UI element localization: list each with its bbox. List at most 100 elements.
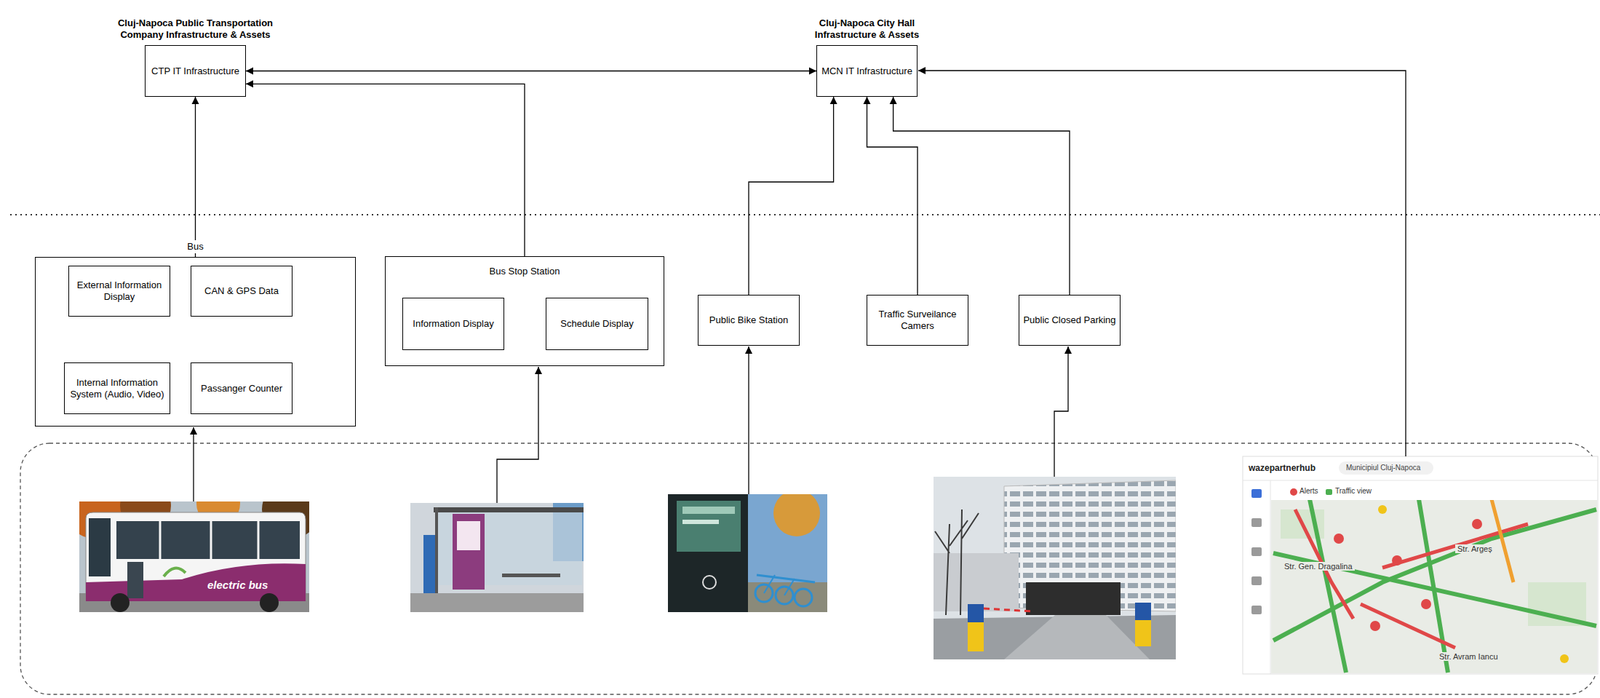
screenshot-text: Str. Argeș <box>1455 544 1495 553</box>
waze-map <box>1271 499 1598 674</box>
bus-photo-part <box>163 568 186 577</box>
connector <box>893 96 1070 295</box>
bus-photo-part <box>259 592 279 612</box>
bike-station-photo-part <box>682 519 719 524</box>
screenshot-text: Municipiul Cluj-Napoca <box>1346 463 1421 472</box>
bus-photo-part <box>159 520 162 559</box>
screenshot-text: wazepartnerhub <box>1248 462 1316 473</box>
waze-screenshot-part <box>1251 605 1262 615</box>
process-box: Public Closed Parking <box>1018 294 1121 346</box>
box-label: External Information Display <box>72 279 166 303</box>
waze-map-part <box>1360 603 1456 648</box>
parking-photo-part <box>967 603 984 623</box>
parking-photo-part <box>983 608 1034 612</box>
bike-station-photo-part <box>747 582 828 612</box>
process-box: External Information Display <box>68 265 171 317</box>
process-box: Information Display <box>402 297 505 350</box>
bus-stop-photo-part <box>410 502 584 612</box>
group-title: Bus Stop Station <box>385 256 664 278</box>
waze-map-part <box>1370 620 1381 631</box>
photo-arrow <box>747 346 749 495</box>
parking-photo-part <box>967 603 984 652</box>
parking-photo-part <box>1025 582 1121 615</box>
photo-arrow <box>192 427 194 502</box>
process-box: CAN & GPS Data <box>190 265 293 317</box>
waze-map-part <box>1559 654 1569 663</box>
bus-stop-photo-part <box>433 507 584 513</box>
box-label: Public Closed Parking <box>1023 314 1116 326</box>
box-label: Schedule Display <box>560 317 634 330</box>
bike-station-photo-part <box>676 500 741 552</box>
group-box: BusExternal Information DisplayCAN & GPS… <box>34 256 356 427</box>
screenshot-text: Traffic view <box>1335 486 1372 495</box>
parking-photo-part <box>934 509 979 615</box>
bike-station-photo <box>667 494 828 612</box>
bus-stop-photo <box>410 502 584 612</box>
waze-screenshot-part <box>1242 480 1598 481</box>
waze-screenshot-part <box>1270 480 1272 674</box>
bus-stop-photo-part <box>410 592 584 612</box>
parking-photo <box>933 476 1176 660</box>
waze-map-part <box>1333 533 1344 544</box>
screenshot-text: Alerts <box>1299 486 1319 495</box>
box-label: CAN & GPS Data <box>204 285 279 297</box>
bike-station-photo-part <box>667 494 748 612</box>
waze-map-part <box>1309 499 1347 673</box>
waze-map-part <box>1491 499 1514 583</box>
process-box: Traffic Surveilance Camers <box>866 294 969 346</box>
parking-photo-part <box>1135 602 1152 647</box>
waze-screenshot-part <box>1251 488 1262 498</box>
bike-station-photo-part <box>756 574 815 583</box>
group-heading: Cluj-Napoca Public Transportation Compan… <box>98 16 294 42</box>
waze-map-part <box>1527 582 1587 626</box>
bike-station-photo-part <box>682 506 735 514</box>
screenshot-text: Str. Gen. Dragalina <box>1282 561 1355 571</box>
connector <box>194 96 196 257</box>
bus-photo-part <box>88 518 111 577</box>
waze-map-part <box>1471 518 1483 529</box>
box-label: Public Bike Station <box>709 314 788 326</box>
box-label: MCN IT Infrastructure <box>821 65 913 78</box>
bus-photo-part <box>116 520 300 559</box>
bus-stop-photo-part <box>456 520 481 551</box>
parking-photo-part <box>1004 614 1150 660</box>
bus-stop-photo-part <box>452 513 485 590</box>
box-label: CTP IT Infrastructure <box>151 65 240 78</box>
box-label: Traffic Surveilance Camers <box>870 308 965 332</box>
group-box: Bus Stop StationInformation Display Sched… <box>384 256 665 366</box>
photo-arrow <box>918 70 1406 457</box>
dotted-separator <box>10 213 1600 216</box>
bus-photo-part <box>127 561 144 599</box>
waze-map-part <box>1273 552 1597 626</box>
process-box: Internal Information System (Audio, Vide… <box>64 362 171 415</box>
bus-stop-photo-part <box>502 573 561 577</box>
bike-station-photo-part <box>773 494 821 537</box>
bus-photo-part <box>85 512 306 602</box>
waze-screenshot-part <box>1242 456 1598 674</box>
bus-photo-part <box>257 520 260 559</box>
waze-screenshot-part <box>1290 488 1298 496</box>
waze-screenshot-part <box>1251 518 1262 527</box>
group-heading: Bus <box>184 240 206 254</box>
waze-screenshot-part <box>1325 488 1333 495</box>
connector <box>245 70 817 72</box>
bus-stop-photo-part <box>423 534 436 593</box>
process-box: Public Bike Station <box>697 294 800 346</box>
waze-screenshot-part <box>1251 547 1262 556</box>
process-box: Schedule Display <box>545 297 649 350</box>
parking-photo-part <box>1135 602 1152 620</box>
connector <box>867 96 919 295</box>
connector <box>245 83 525 257</box>
box-label: Passanger Counter <box>200 382 283 395</box>
bus-photo-part <box>79 501 310 612</box>
parking-photo-part <box>933 476 1176 660</box>
waze-map-part <box>1421 598 1432 610</box>
box-label: Information Display <box>412 317 494 330</box>
waze-map-part <box>1391 555 1403 566</box>
box-label: Internal Information System (Audio, Vide… <box>68 376 166 401</box>
bike-station-photo-part <box>794 588 813 607</box>
waze-screenshot-part <box>1251 576 1262 585</box>
bus-photo <box>79 501 310 612</box>
photo-arrow <box>1054 346 1069 477</box>
